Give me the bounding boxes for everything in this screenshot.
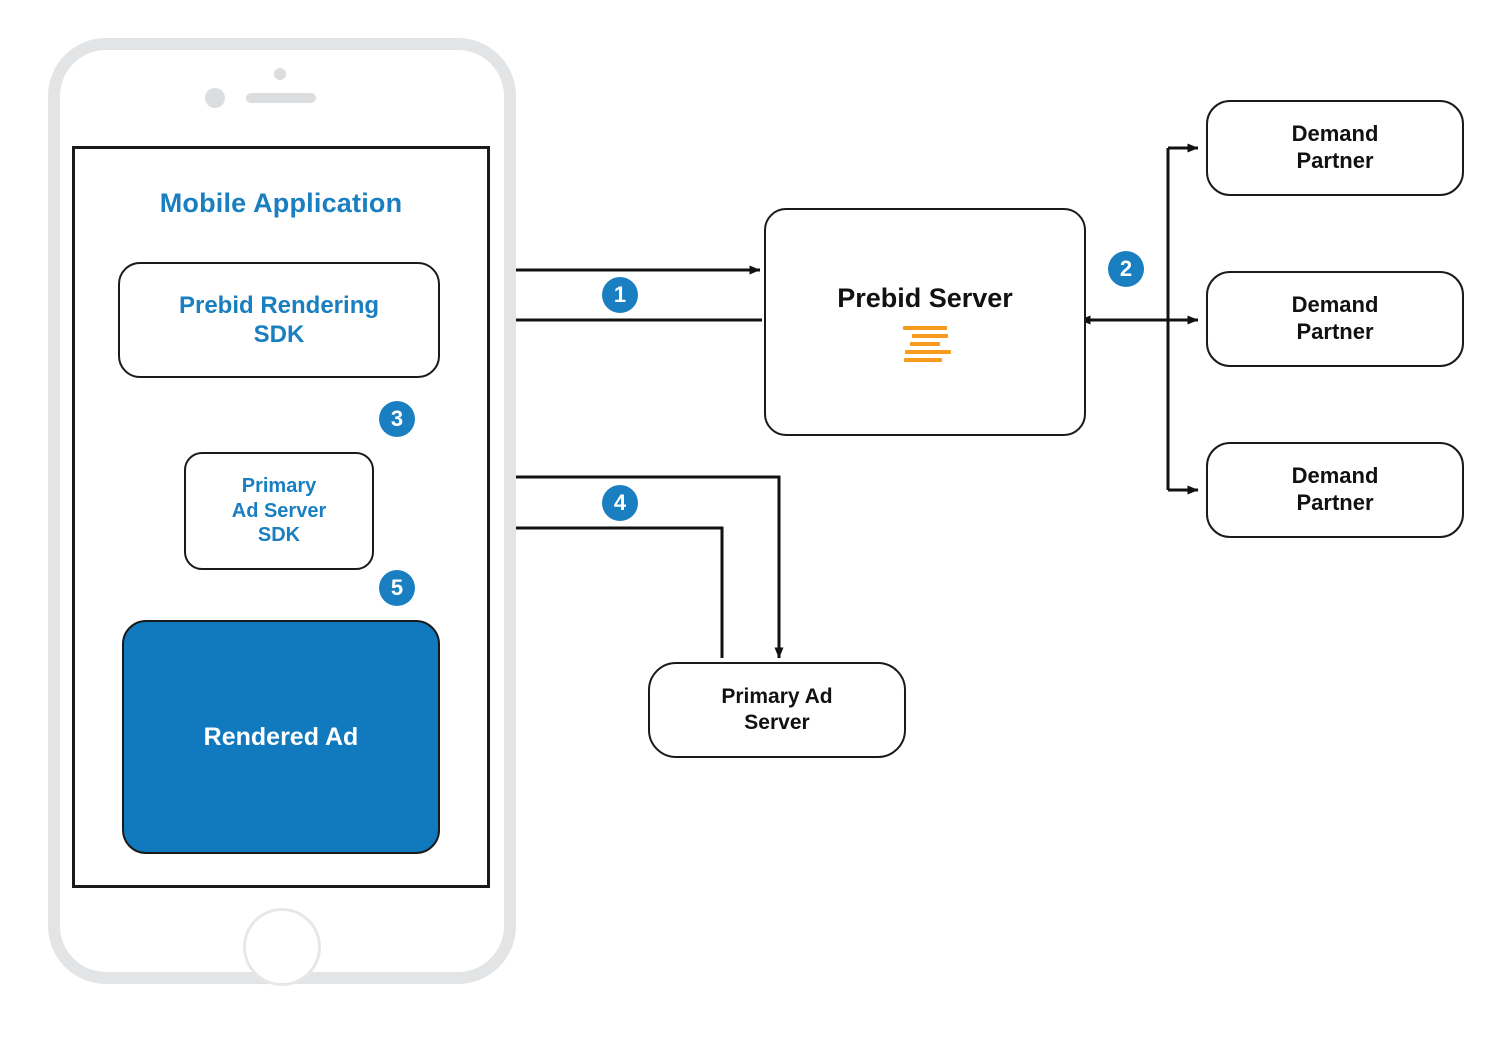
step-badge-5: 5 xyxy=(379,570,415,606)
step-badge-3: 3 xyxy=(379,401,415,437)
node-prebid-rendering-sdk-label: Prebid Rendering SDK xyxy=(178,291,380,348)
mobile-application-title: Mobile Application xyxy=(159,188,403,218)
step-badge-1: 1 xyxy=(602,277,638,313)
step-badge-2: 2 xyxy=(1108,251,1144,287)
home-button[interactable] xyxy=(243,908,321,986)
prebid-logo-icon xyxy=(899,326,951,363)
node-primary-ad-server-label: Primary Ad Server xyxy=(721,685,833,734)
speaker-grill-icon xyxy=(246,93,316,103)
node-demand-partner-3-label: Demand Partner xyxy=(1291,463,1379,515)
proximity-sensor-icon xyxy=(205,88,225,108)
node-primary-ad-server-sdk-label: Primary Ad Server SDK xyxy=(231,475,327,547)
node-rendered-ad-label: Rendered Ad xyxy=(203,722,359,751)
node-rendered-ad[interactable]: Rendered Ad xyxy=(122,620,440,854)
node-prebid-server-label: Prebid Server xyxy=(837,282,1013,313)
node-primary-ad-server-sdk[interactable]: Primary Ad Server SDK xyxy=(184,452,374,570)
node-prebid-server[interactable]: Prebid Server xyxy=(764,208,1086,436)
node-demand-partner-1-label: Demand Partner xyxy=(1291,121,1379,173)
node-primary-ad-server[interactable]: Primary Ad Server xyxy=(648,662,906,758)
node-demand-partner-2[interactable]: Demand Partner xyxy=(1206,271,1464,367)
node-prebid-rendering-sdk[interactable]: Prebid Rendering SDK xyxy=(118,262,440,378)
node-demand-partner-2-label: Demand Partner xyxy=(1291,292,1379,344)
node-demand-partner-1[interactable]: Demand Partner xyxy=(1206,100,1464,196)
node-demand-partner-3[interactable]: Demand Partner xyxy=(1206,442,1464,538)
camera-icon xyxy=(274,68,286,80)
step-badge-4: 4 xyxy=(602,485,638,521)
